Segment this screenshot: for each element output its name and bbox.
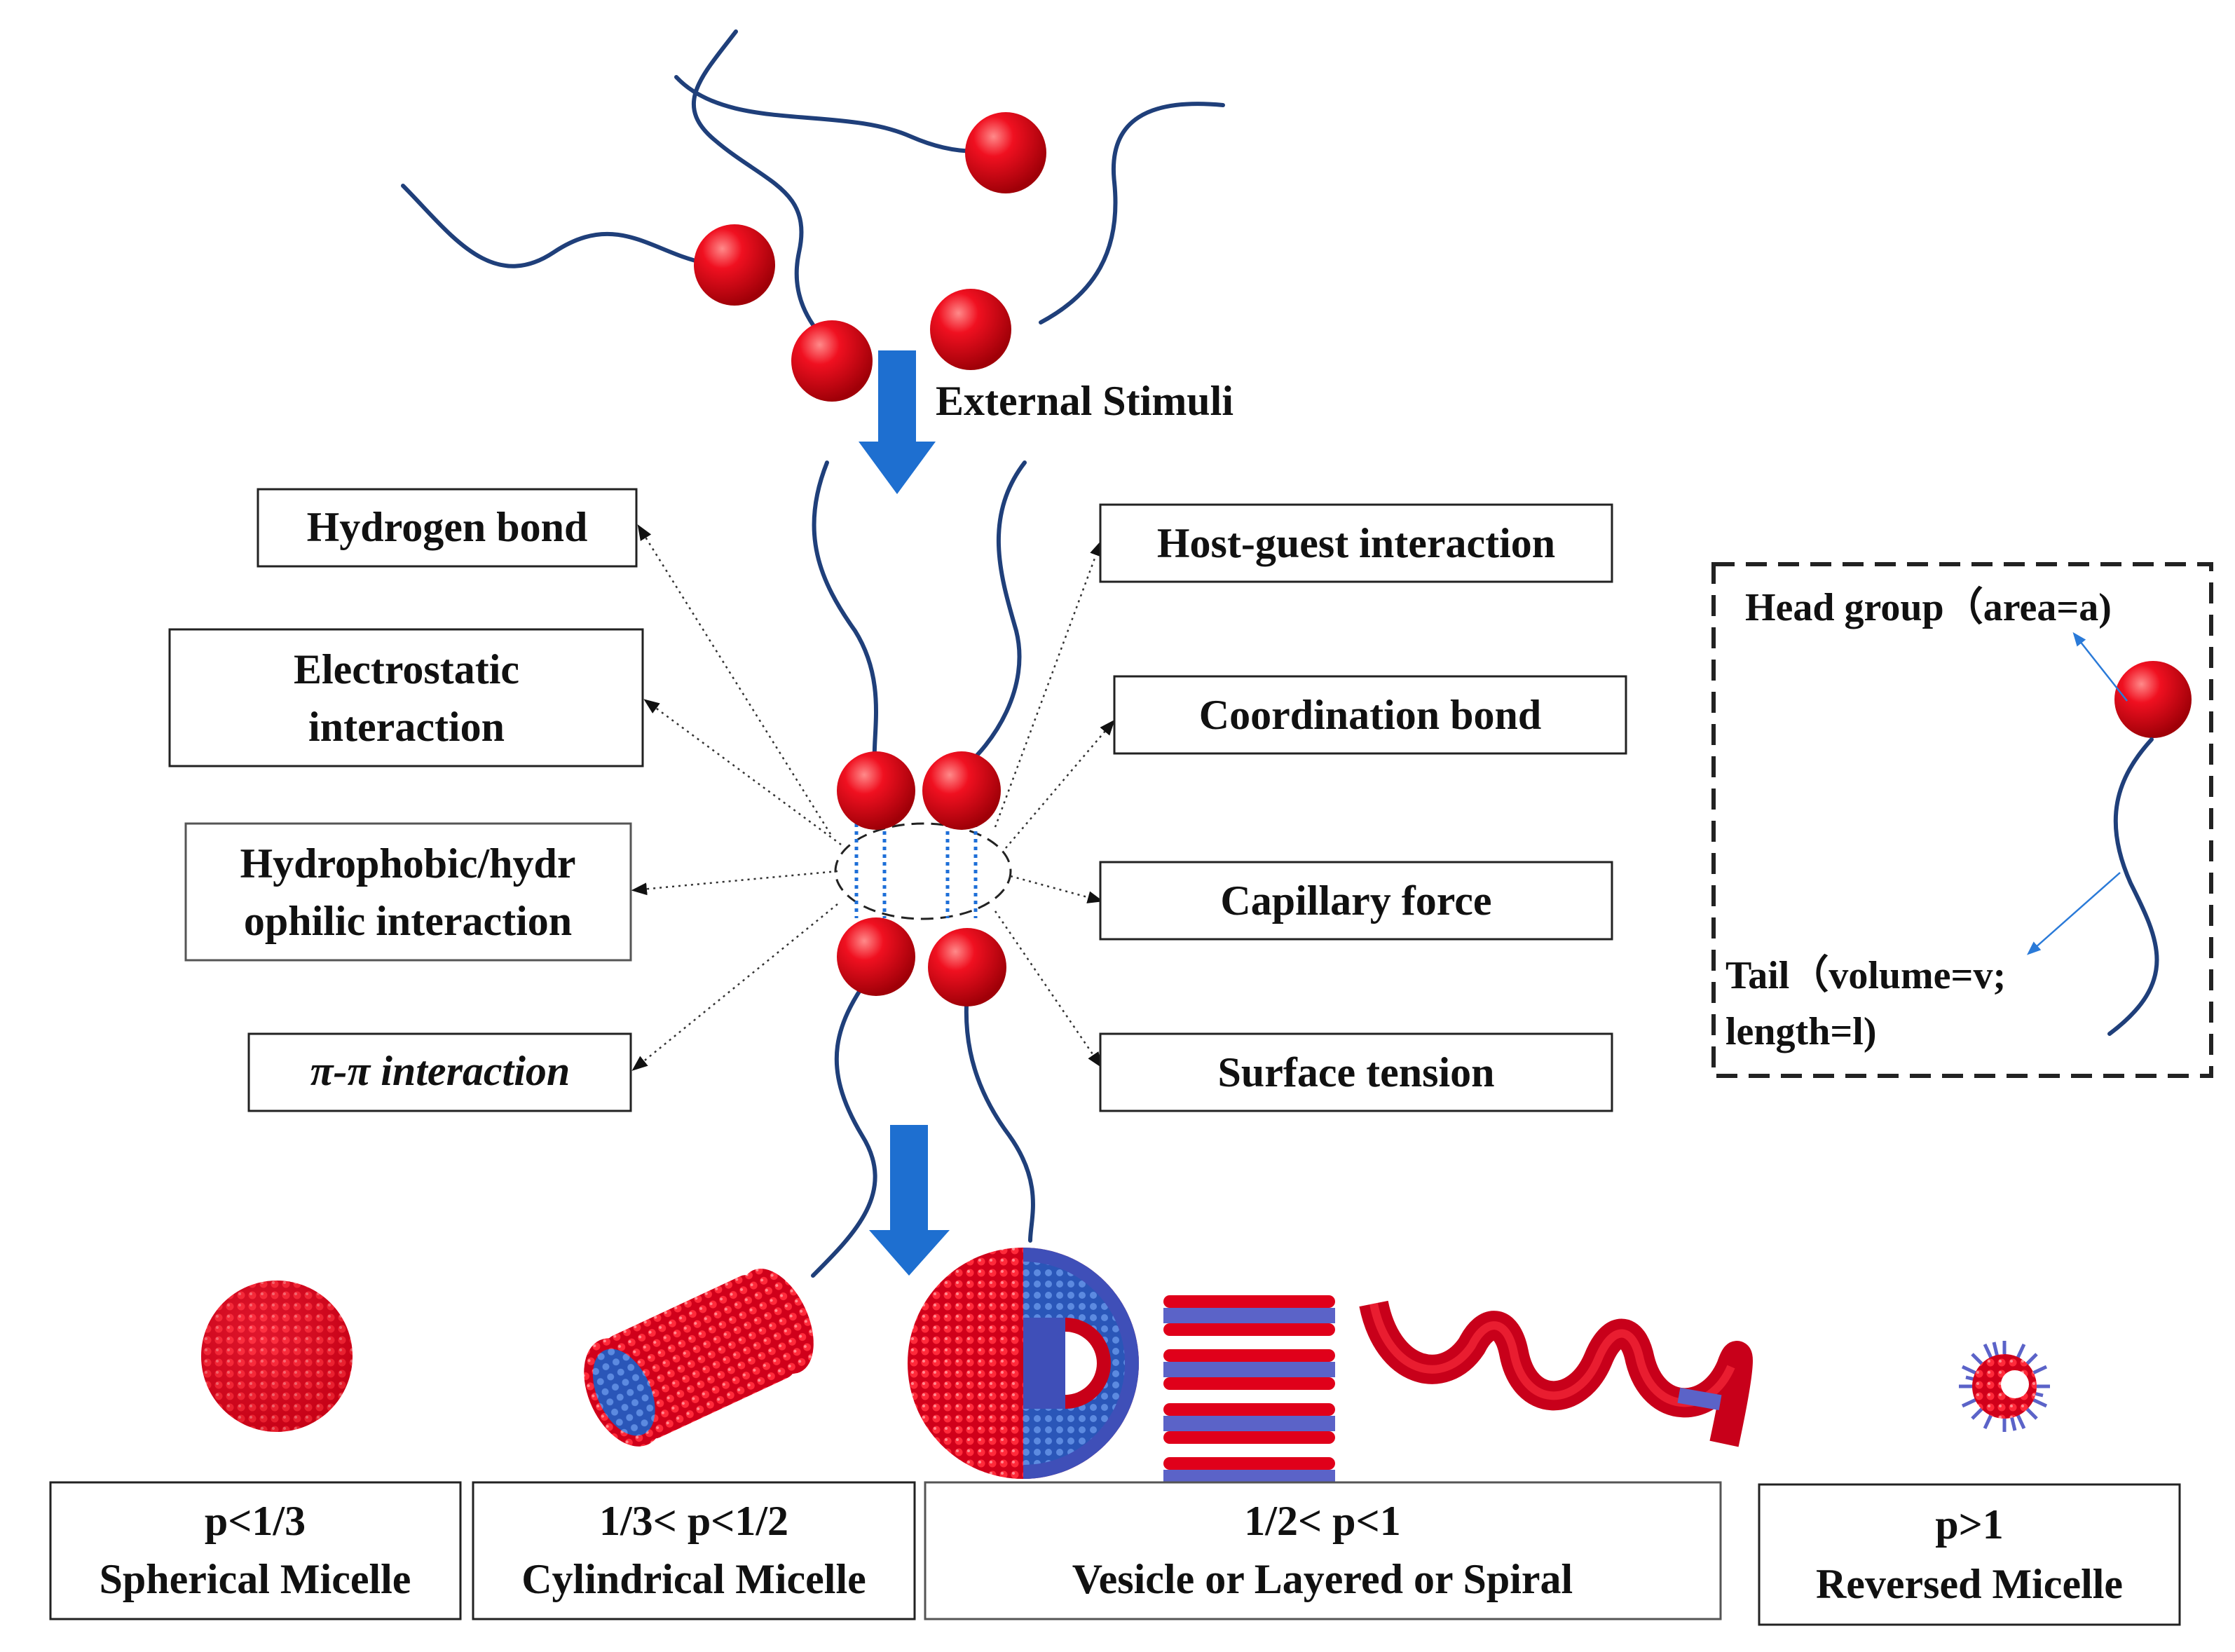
pointer-lines <box>631 524 1115 1071</box>
interaction-label: Surface tension <box>1218 1049 1495 1095</box>
legend-tail-label-2: length=l) <box>1725 1010 1876 1053</box>
layered-bilayer-illustration <box>1163 1295 1335 1498</box>
interaction-label: π-π interaction <box>310 1048 570 1094</box>
down-arrow-icon <box>869 1125 950 1276</box>
structure-condition: 1/3< p<1/2 <box>599 1498 788 1544</box>
interacting-amphiphiles <box>811 460 1035 1278</box>
structure-condition: p>1 <box>1935 1501 2004 1548</box>
spherical-micelle-illustration <box>201 1281 353 1432</box>
structure-box-vesicle: 1/2< p<1 Vesicle or Layered or Spiral <box>924 1481 1722 1620</box>
down-arrow-icon <box>859 350 936 494</box>
reversed-micelle-illustration <box>1959 1341 2050 1432</box>
legend-head-label: Head group（area=a) <box>1745 585 2112 629</box>
interaction-label: interaction <box>308 704 505 750</box>
interaction-label: Coordination bond <box>1199 692 1542 738</box>
interaction-label: Hydrogen bond <box>307 504 588 550</box>
structure-condition: p<1/3 <box>205 1498 306 1544</box>
interaction-box-hydrogen-bond: Hydrogen bond <box>257 488 638 568</box>
interaction-box-hydrophobic: Hydrophobic/hydr ophilic interaction <box>184 822 632 962</box>
structure-condition: 1/2< p<1 <box>1244 1498 1400 1544</box>
interaction-label: Host-guest interaction <box>1157 520 1555 566</box>
structure-box-spherical: p<1/3 Spherical Micelle <box>49 1481 462 1620</box>
structure-name: Reversed Micelle <box>1816 1561 2123 1607</box>
interaction-label: ophilic interaction <box>244 898 572 944</box>
interaction-box-host-guest: Host-guest interaction <box>1099 503 1613 583</box>
stimuli-label: External Stimuli <box>936 378 1233 424</box>
structure-box-cylindrical: 1/3< p<1/2 Cylindrical Micelle <box>472 1481 916 1620</box>
structure-name: Vesicle or Layered or Spiral <box>1072 1556 1573 1602</box>
interaction-box-surface-tension: Surface tension <box>1099 1032 1613 1112</box>
cylindrical-micelle-illustration <box>584 1269 814 1447</box>
structure-name: Spherical Micelle <box>100 1556 411 1602</box>
spiral-ribbon-illustration <box>1359 1300 1753 1447</box>
interaction-box-coordination: Coordination bond <box>1113 675 1627 755</box>
interaction-label: Electrostatic <box>294 646 519 692</box>
interaction-box-pi-pi: π-π interaction <box>247 1032 632 1112</box>
interaction-box-capillary: Capillary force <box>1099 861 1613 941</box>
interaction-label: Capillary force <box>1220 878 1491 924</box>
interaction-label: Hydrophobic/hydr <box>240 840 575 887</box>
structure-box-reversed: p>1 Reversed Micelle <box>1758 1483 2181 1626</box>
vesicle-illustration <box>908 1248 1139 1479</box>
structure-name: Cylindrical Micelle <box>521 1556 866 1602</box>
legend-box: Head group（area=a) Tail（volume=v; length… <box>1711 562 2213 1078</box>
legend-tail-label-1: Tail（volume=v; <box>1725 953 2006 997</box>
interaction-box-electrostatic: Electrostatic interaction <box>168 628 644 767</box>
free-amphiphiles <box>401 29 1225 402</box>
